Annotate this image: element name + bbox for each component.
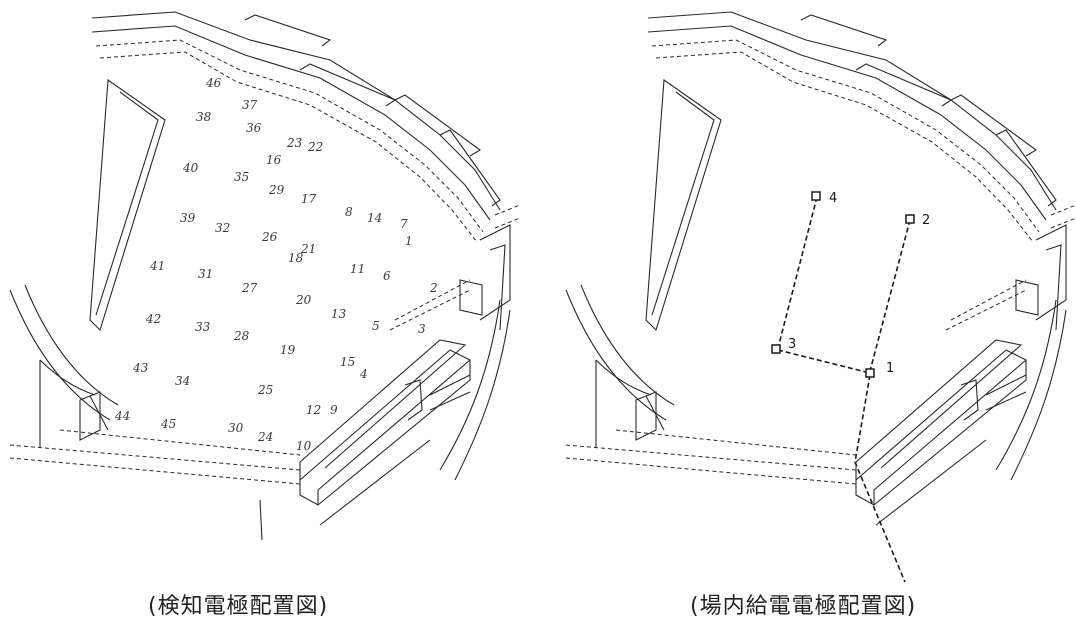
electrode-label-1: 1 [886,361,894,376]
sensor-label-5: 5 [372,319,380,333]
electrode-label-4: 4 [829,191,837,206]
sensor-label-32: 32 [215,221,230,235]
route-line-3-1 [777,349,871,374]
electrode-marker-1 [865,368,875,378]
sensor-label-17: 17 [301,192,317,206]
sensor-label-13: 13 [331,307,347,321]
sensor-label-18: 18 [288,251,304,265]
sensor-label-21: 21 [300,242,316,256]
sensor-label-6: 6 [383,269,391,283]
sensor-label-33: 33 [195,320,211,334]
left-structure-drawing [9,11,521,541]
sensor-label-group: 1234567891011121314151617181920212223242… [114,76,438,453]
sensor-label-2: 2 [429,281,438,295]
sensor-label-12: 12 [306,403,321,417]
sensor-label-19: 19 [280,343,296,357]
sensor-label-46: 46 [205,76,222,90]
electrode-label-3: 3 [788,337,796,352]
sensor-label-34: 34 [175,374,190,388]
sensor-label-28: 28 [233,329,250,343]
sensor-label-44: 44 [114,409,130,423]
sensor-label-36: 36 [246,121,262,135]
sensor-label-3: 3 [418,322,426,336]
feed-electrode-routes [777,196,911,583]
sensor-label-25: 25 [257,383,273,397]
sensor-label-4: 4 [359,367,368,381]
sensor-label-29: 29 [268,183,285,197]
sensor-label-23: 23 [286,136,303,150]
sensor-label-15: 15 [340,355,355,369]
sensor-label-35: 35 [234,170,249,184]
sensor-label-27: 27 [241,281,258,295]
sensor-label-8: 8 [345,205,353,219]
sensor-label-31: 31 [198,267,213,281]
electrode-marker-2 [905,214,915,224]
right-caption: (場内給電電極配置図) [690,594,917,619]
sensor-label-10: 10 [296,439,312,453]
sensor-label-38: 38 [196,110,212,124]
sensor-label-42: 42 [145,312,161,326]
route-line-4-3 [777,196,818,349]
route-line-2-1 [869,219,911,372]
sensor-label-11: 11 [350,262,365,276]
right-structure-drawing [565,11,1076,526]
sensor-label-40: 40 [182,161,199,175]
electrode-marker-3 [771,344,781,354]
sensor-label-39: 39 [180,211,196,225]
sensor-label-26: 26 [261,230,278,244]
sensor-label-7: 7 [400,217,408,231]
electrode-marker-group: 1 2 3 4 [771,191,930,378]
sensor-label-20: 20 [295,293,312,307]
sensor-label-41: 41 [149,259,165,273]
electrode-marker-4 [811,191,821,201]
sensor-label-45: 45 [160,417,176,431]
sensor-label-30: 30 [228,421,244,435]
sensor-label-43: 43 [132,361,149,375]
left-caption: (検知電極配置図) [148,594,329,619]
sensor-label-24: 24 [257,430,273,444]
electrode-label-2: 2 [922,213,930,228]
sensor-label-37: 37 [242,98,258,112]
sensor-label-14: 14 [367,211,382,225]
route-line-1-exit [854,374,906,583]
sensor-label-9: 9 [330,403,338,417]
sensor-label-22: 22 [307,140,323,154]
sensor-label-16: 16 [266,153,282,167]
sensor-label-1: 1 [405,234,413,248]
